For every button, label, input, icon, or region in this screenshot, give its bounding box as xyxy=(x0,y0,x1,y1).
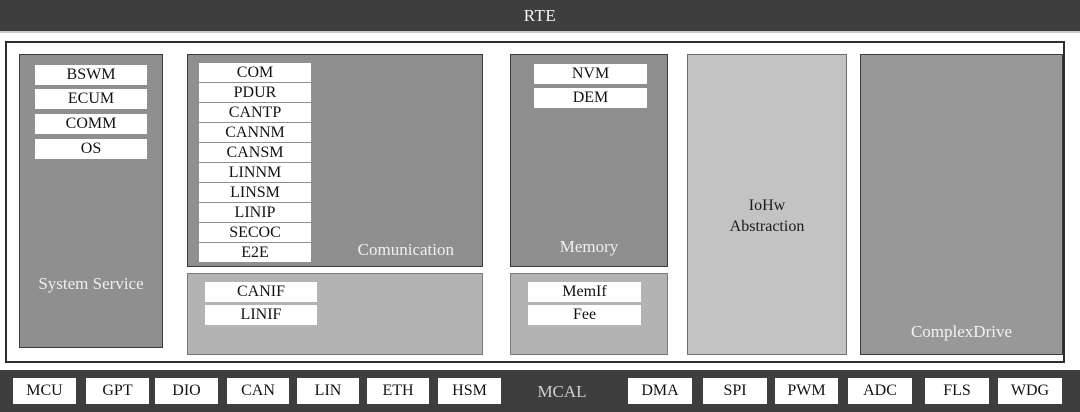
mcal-module-chip-spi: SPI xyxy=(703,378,767,404)
communication-label: Comunication xyxy=(357,240,454,259)
mcal-module-chip-mcu: MCU xyxy=(13,378,76,404)
module-chip-nvm: NVM xyxy=(534,64,647,84)
module-chip-pdur: PDUR xyxy=(199,83,311,102)
mcal-module-chip-dio: DIO xyxy=(155,378,218,404)
memory-box: NVM DEM Memory xyxy=(510,54,668,267)
mcal-module-chip-eth: ETH xyxy=(367,378,429,404)
iohw-abstraction-label: IoHw Abstraction xyxy=(730,195,805,237)
module-chip-ecum: ECUM xyxy=(35,89,147,109)
complex-drive-box: ComplexDrive xyxy=(860,54,1063,355)
module-chip-cannm: CANNM xyxy=(199,123,311,142)
module-chip-linif: LINIF xyxy=(205,305,317,325)
module-chip-os: OS xyxy=(35,139,147,159)
communication-box: COM PDUR CANTP CANNM CANSM LINNM LINSM L… xyxy=(187,54,483,267)
module-chip-fee: Fee xyxy=(528,305,641,325)
communication-interface-box: CANIF LINIF xyxy=(187,273,483,355)
memory-label: Memory xyxy=(559,237,619,256)
mcal-layer-bar: MCU GPT DIO CAN LIN ETH HSM MCAL DMA SPI… xyxy=(0,370,1080,412)
system-service-box: BSWM ECUM COMM OS System Service xyxy=(19,54,163,348)
mcal-module-chip-wdg: WDG xyxy=(998,378,1062,404)
mcal-label: MCAL xyxy=(537,382,587,401)
mcal-module-chip-pwm: PWM xyxy=(775,378,838,404)
module-chip-dem: DEM xyxy=(534,88,647,108)
iohw-label-line2: Abstraction xyxy=(729,217,805,235)
iohw-label-line1: IoHw xyxy=(748,196,786,214)
module-chip-com: COM xyxy=(199,63,311,82)
bsw-layer-container: BSWM ECUM COMM OS System Service COM PDU… xyxy=(5,41,1065,363)
module-chip-bswm: BSWM xyxy=(35,65,147,85)
module-chip-linsm: LINSM xyxy=(199,183,311,202)
module-chip-canif: CANIF xyxy=(205,282,317,302)
iohw-abstraction-box: IoHw Abstraction xyxy=(687,54,847,355)
mcal-module-chip-can: CAN xyxy=(227,378,289,404)
mcal-module-chip-lin: LIN xyxy=(297,378,359,404)
module-chip-linip: LINIP xyxy=(199,203,311,222)
rte-layer-bar: RTE xyxy=(0,0,1080,33)
mcal-module-chip-fls: FLS xyxy=(925,378,989,404)
mcal-module-chip-dma: DMA xyxy=(628,378,692,404)
module-chip-cansm: CANSM xyxy=(199,143,311,162)
module-chip-memif: MemIf xyxy=(528,282,641,302)
rte-label: RTE xyxy=(523,5,557,25)
module-chip-secoc: SECOC xyxy=(199,223,311,242)
mcal-module-chip-adc: ADC xyxy=(848,378,912,404)
module-chip-cantp: CANTP xyxy=(199,103,311,122)
module-chip-e2e: E2E xyxy=(199,243,311,262)
module-chip-comm: COMM xyxy=(35,114,147,134)
memory-interface-box: MemIf Fee xyxy=(510,273,668,355)
system-service-label: System Service xyxy=(38,274,144,293)
complex-drive-label: ComplexDrive xyxy=(910,322,1013,341)
mcal-module-chip-hsm: HSM xyxy=(438,378,501,404)
module-chip-linnm: LINNM xyxy=(199,163,311,182)
mcal-module-chip-gpt: GPT xyxy=(86,378,149,404)
